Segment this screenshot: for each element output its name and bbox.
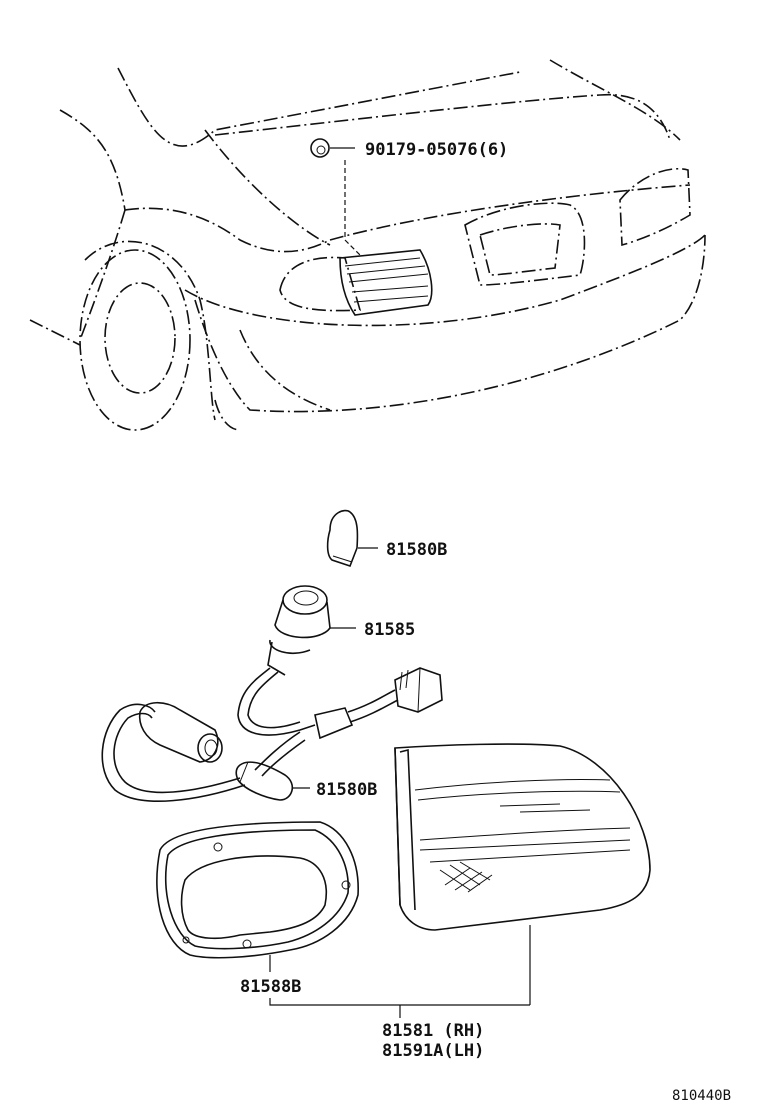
label-screw: 90179-05076(6) — [365, 140, 508, 160]
wire-harness — [101, 667, 443, 802]
gasket-icon — [156, 821, 359, 972]
figure-code: 810440B — [672, 1088, 731, 1104]
leader-bracket — [269, 998, 530, 1018]
socket-icon — [267, 585, 356, 676]
label-gasket: 81588B — [240, 977, 301, 997]
label-bulb-top: 81580B — [386, 540, 447, 560]
label-bulb-bottom: 81580B — [316, 780, 377, 800]
tail-lamp-assembly-icon — [394, 743, 651, 1005]
socket-left-icon — [138, 701, 223, 763]
label-lamp-lh: 81591A(LH) — [382, 1041, 484, 1061]
screw-icon — [310, 138, 355, 158]
bulb-top-icon — [326, 509, 378, 567]
bulb-bottom-icon — [235, 761, 310, 801]
label-lamp-rh: 81581 (RH) — [382, 1021, 484, 1041]
label-socket: 81585 — [364, 620, 415, 640]
car-tail-lamp-highlight — [339, 249, 433, 316]
car-rear-outline — [29, 59, 706, 431]
